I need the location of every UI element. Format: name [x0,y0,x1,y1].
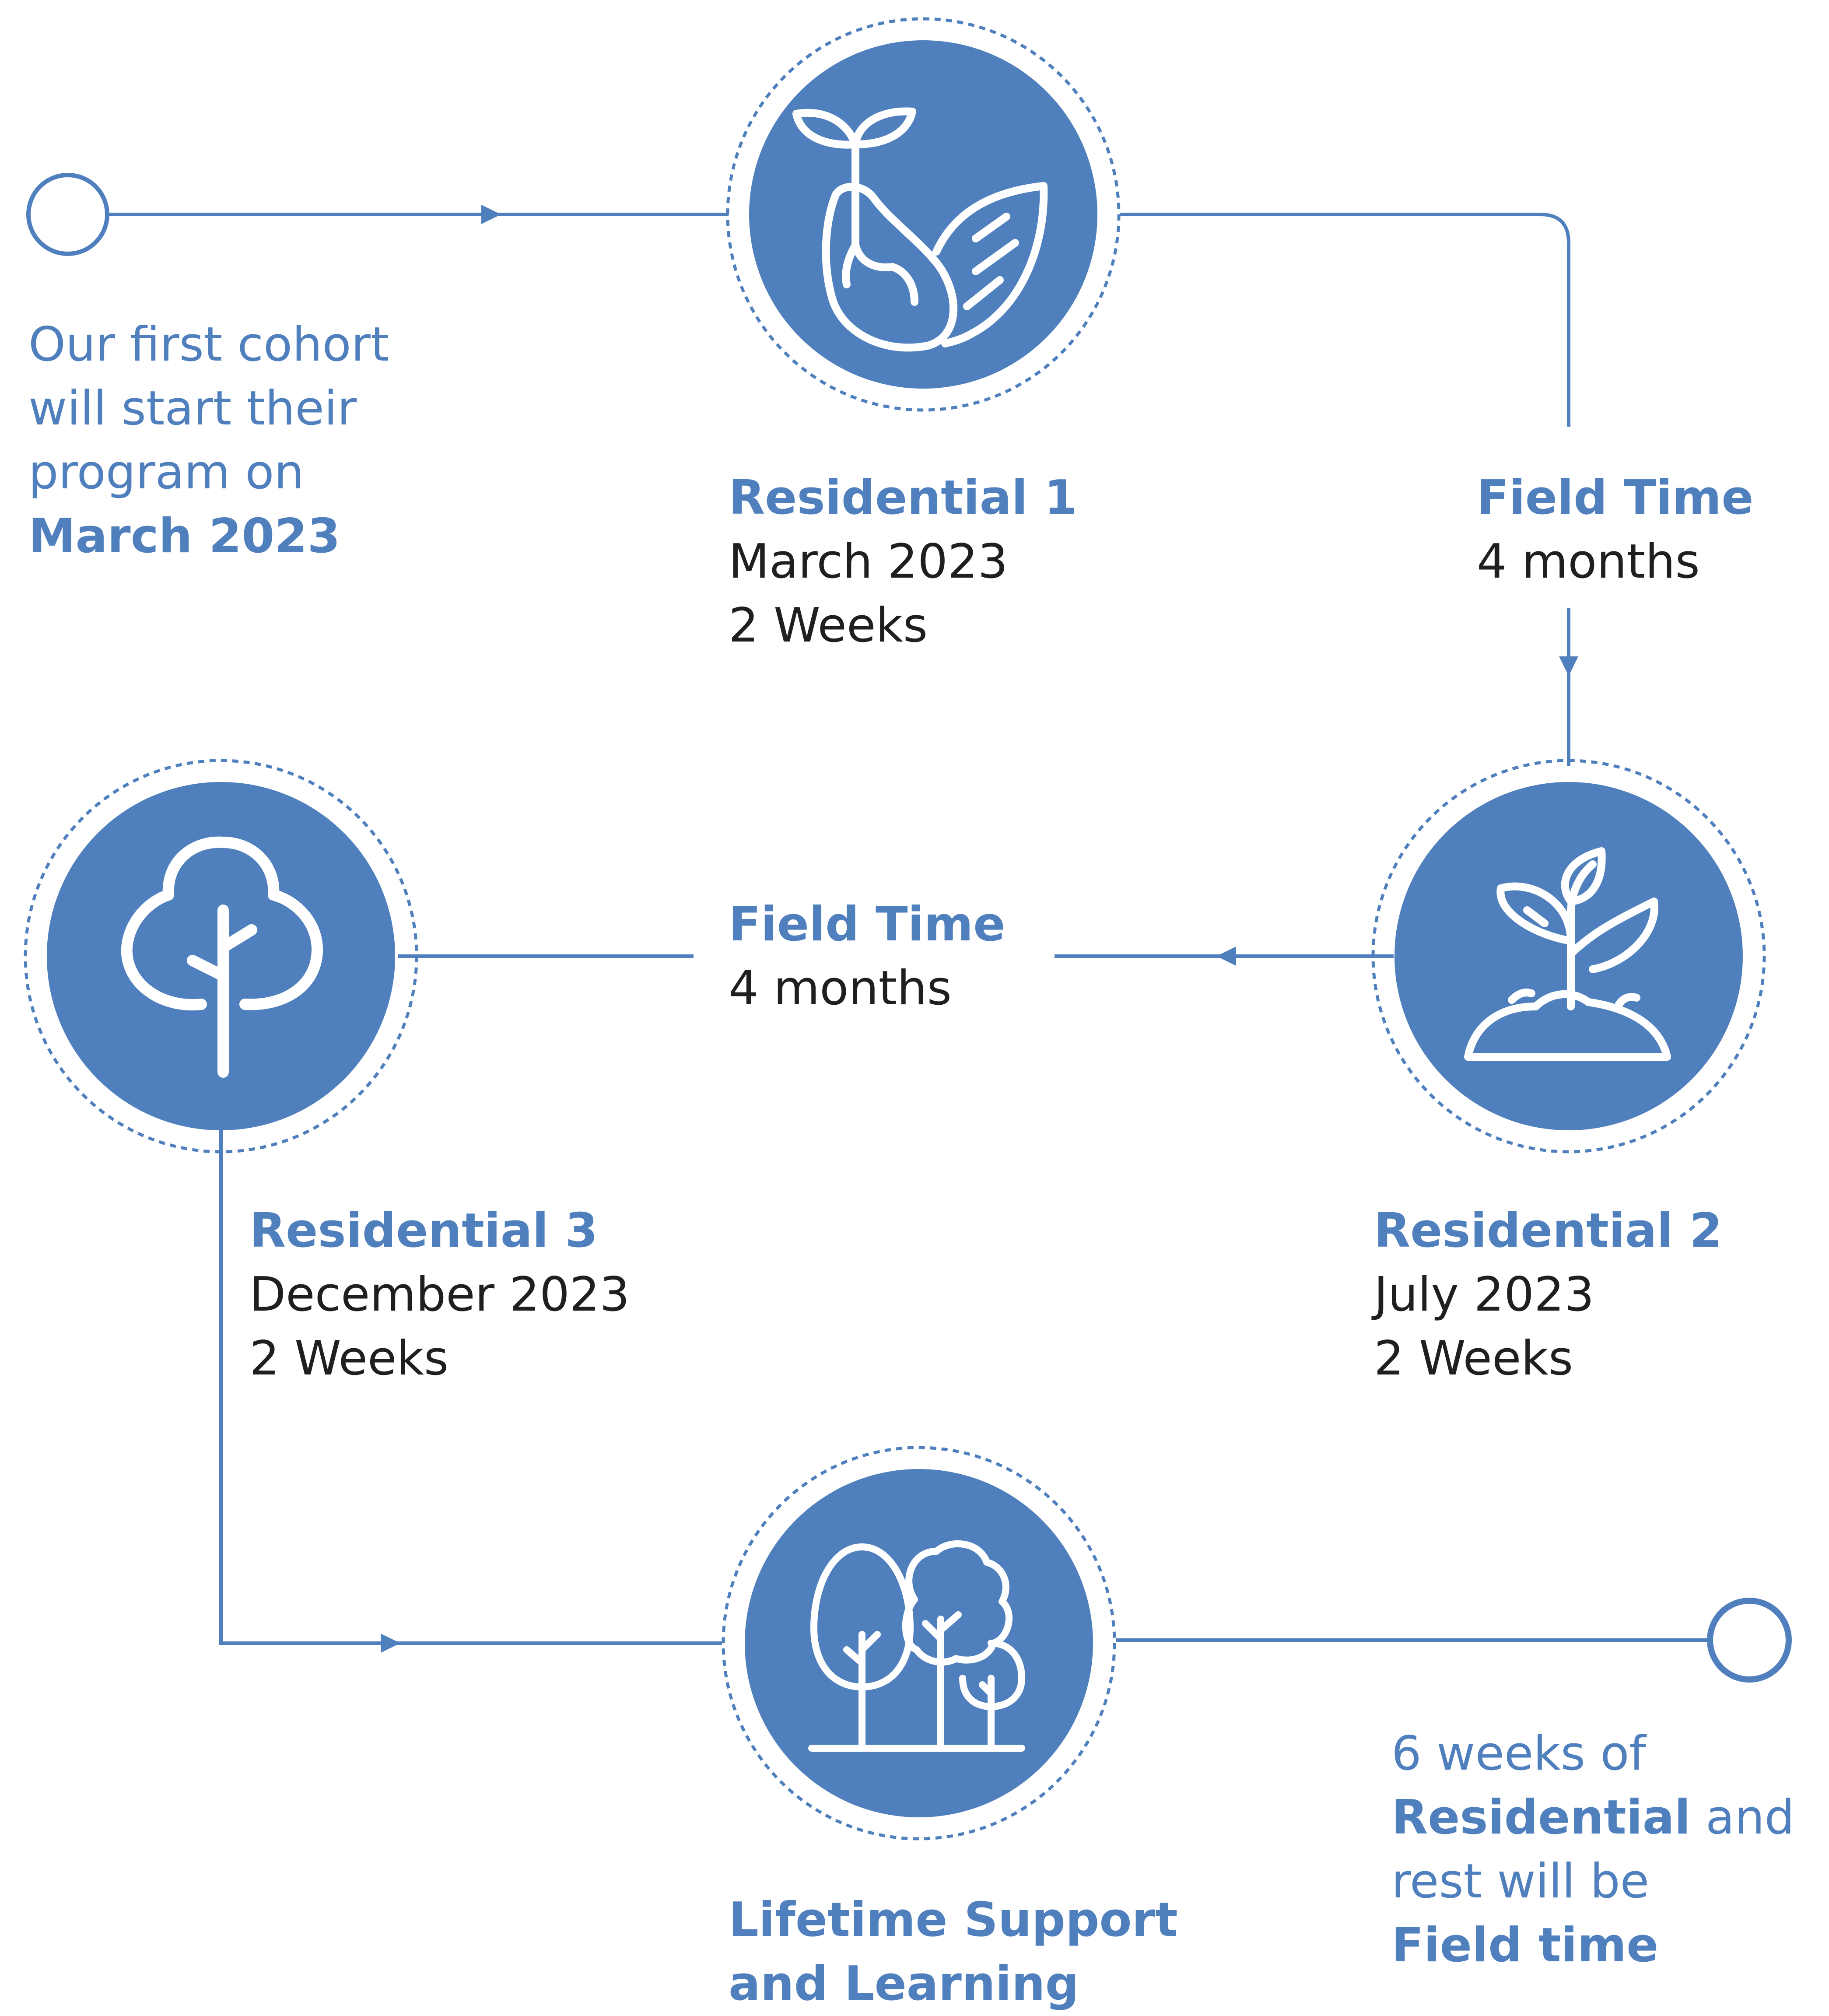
forest-icon [808,1540,1025,1752]
residential-3-title: Residential 3 [249,1203,598,1258]
lifetime-disc [745,1469,1093,1817]
residential-1-node [726,17,1121,412]
intro-line-2: will start their [28,381,357,436]
arrow-right-2 [381,1634,400,1653]
intro-highlight-date: March 2023 [28,509,340,564]
residential-2-node [1371,759,1766,1154]
lifetime-title-line-2: and Learning [729,1956,1079,2011]
connector-residential-3-to-lifetime [219,1083,722,1645]
residential-2-title: Residential 2 [1374,1203,1723,1258]
summary-line-3: rest will be [1391,1854,1650,1909]
intro-line-3: program on [28,445,304,500]
connector-residential-1-to-field-time [1120,213,1570,427]
field-time-2-duration: 4 months [729,961,952,1016]
tree-icon [121,836,323,1078]
summary-field-word: Field time [1391,1918,1659,1973]
residential-2-date: July 2023 [1374,1267,1594,1322]
summary-text: 6 weeks of Residential and rest will be … [1391,1722,1794,1977]
residential-2-label: Residential 2 July 2023 2 Weeks [1374,1199,1722,1391]
summary-residential-word: Residential [1391,1790,1691,1845]
field-time-1-title: Field Time [1477,470,1754,525]
summary-and-word: and [1690,1790,1795,1845]
arrow-down-1 [1559,656,1578,676]
field-time-2-title: Field Time [729,897,1006,952]
summary-line-1: 6 weeks of [1391,1726,1646,1781]
residential-3-label: Residential 3 December 2023 2 Weeks [249,1199,630,1391]
seed-sprout-icon [792,107,1048,352]
arrow-left-1 [1216,947,1236,966]
summary-line-2: Residential and [1391,1786,1794,1850]
residential-2-dotted-ring [1371,759,1766,1154]
field-time-1-duration: 4 months [1477,534,1700,589]
field-time-1-label: Field Time 4 months [1477,466,1753,594]
arrow-right-1 [481,205,501,224]
intro-text: Our first cohort will start their progra… [28,313,389,568]
intro-line-1: Our first cohort [28,317,389,372]
connector-lines [107,205,1709,1653]
residential-2-duration: 2 Weeks [1374,1331,1573,1386]
residential-3-dotted-ring [24,759,418,1154]
residential-1-label: Residential 1 March 2023 2 Weeks [729,466,1077,658]
start-circle [26,173,109,256]
residential-1-dotted-ring [726,17,1121,412]
residential-3-node [24,759,418,1154]
seedling-icon [1464,847,1671,1061]
end-circle [1707,1598,1792,1683]
residential-3-date: December 2023 [249,1267,630,1322]
residential-1-duration: 2 Weeks [729,598,928,653]
residential-1-date: March 2023 [729,534,1008,589]
residential-3-duration: 2 Weeks [249,1331,449,1386]
lifetime-dotted-ring [722,1446,1116,1841]
lifetime-node [722,1446,1116,1841]
lifetime-label: Lifetime Support and Learning [729,1888,1177,2016]
lifetime-title-line-1: Lifetime Support [729,1893,1178,1947]
field-time-2-label: Field Time 4 months [729,893,1005,1020]
residential-1-title: Residential 1 [729,470,1077,525]
